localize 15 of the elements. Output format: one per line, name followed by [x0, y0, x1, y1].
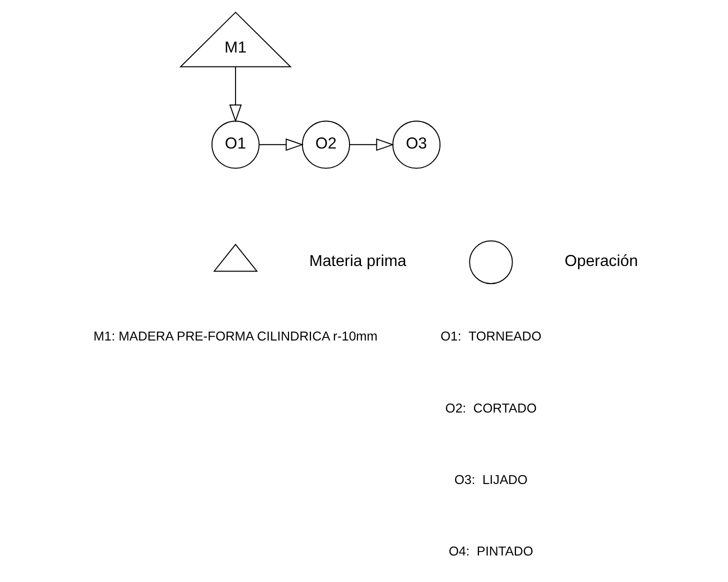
label: O4: PINTADO: [448, 543, 533, 558]
label: O1: TORNEADO: [440, 328, 541, 344]
node-circle: O2: [301, 120, 350, 169]
node-circle: [468, 240, 512, 284]
label: O2: CORTADO: [444, 400, 536, 416]
arrow: [349, 138, 394, 151]
legend-label: Materia prima: [308, 253, 406, 270]
node-triangle: [212, 244, 258, 272]
node-circle: O1: [210, 120, 260, 169]
arrow: [228, 66, 242, 122]
legend-label: Operación: [564, 253, 638, 270]
node-circle: O3: [392, 120, 440, 169]
arrow: [258, 138, 304, 151]
label: M1: MADERA PRE-FORMA CILINDRICA r-10mm: [93, 328, 378, 344]
label: O3: LIJADO: [454, 472, 528, 487]
